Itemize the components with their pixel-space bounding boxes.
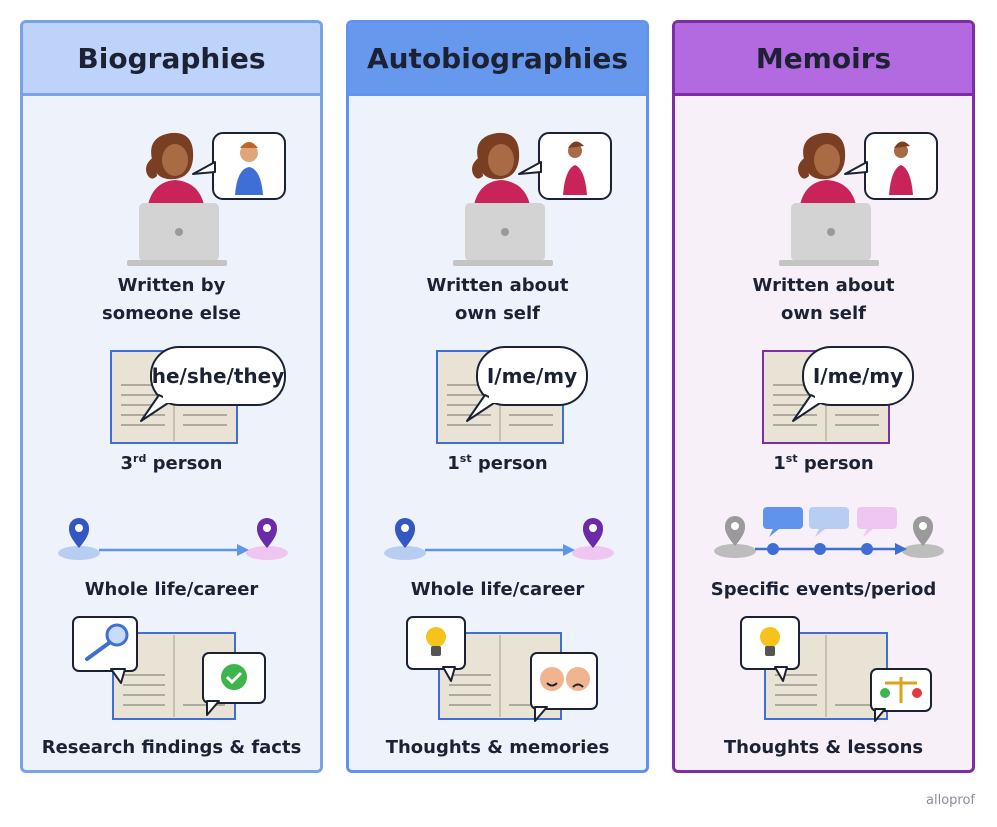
speech-bubble-self: [844, 132, 938, 200]
scope-label: Whole life/career: [410, 579, 585, 600]
author-figure: [472, 132, 531, 210]
research-book-illustration: [72, 616, 266, 720]
author-figure: [146, 132, 205, 210]
written-by-line1: Written about: [752, 275, 895, 296]
laptop-icon: [127, 203, 227, 266]
pronoun-book-illustration: [110, 346, 286, 444]
writer-illustration: [453, 132, 612, 266]
faces-bubble: [530, 652, 598, 722]
writer-illustration: [127, 132, 286, 266]
written-by-line2: someone else: [102, 303, 241, 324]
written-by-line2: own self: [455, 303, 540, 324]
event-bubble-3: [857, 507, 897, 537]
speech-bubble-pronouns: [466, 346, 588, 422]
lessons-book-illustration: [740, 616, 932, 722]
event-bubble-2: [809, 507, 849, 537]
person-label: 1st person: [773, 452, 874, 474]
end-pin-icon: [583, 518, 603, 548]
whole-life-timeline: [58, 518, 288, 560]
start-pin-icon: [725, 516, 745, 546]
speech-bubble-self: [518, 132, 612, 200]
pronouns-text: I/me/my: [812, 364, 904, 388]
pronouns-text: he/she/they: [151, 364, 285, 388]
start-pin-icon: [69, 518, 89, 548]
start-pin-icon: [395, 518, 415, 548]
autobiographies-column: Autobiographies Written about own self: [346, 20, 649, 773]
speech-bubble-other-person: [192, 132, 286, 200]
writer-illustration: [779, 132, 938, 266]
end-pin-icon: [257, 518, 277, 548]
pronouns-text: I/me/my: [486, 364, 578, 388]
content-label: Thoughts & lessons: [723, 737, 924, 758]
person-label: 1st person: [447, 452, 548, 474]
end-pin-icon: [913, 516, 933, 546]
written-by-line2: own self: [781, 303, 866, 324]
pronoun-book-illustration: [436, 346, 588, 444]
check-bubble: [202, 652, 266, 716]
scope-label: Specific events/period: [710, 579, 937, 600]
laptop-icon: [779, 203, 879, 266]
column-title: Biographies: [23, 23, 320, 96]
written-by-line1: Written about: [426, 275, 569, 296]
magnifier-bubble: [72, 616, 138, 684]
speech-bubble-pronouns: [140, 346, 286, 422]
laptop-icon: [453, 203, 553, 266]
column-title: Autobiographies: [349, 23, 646, 96]
scale-bubble: [870, 668, 932, 722]
written-by-line1: Written by: [117, 275, 226, 296]
content-label: Thoughts & memories: [385, 737, 610, 758]
biographies-column: Biographies Written by someone else: [20, 20, 323, 773]
speech-bubble-pronouns: [792, 346, 914, 422]
whole-life-timeline: [384, 518, 614, 560]
pronoun-book-illustration: [762, 346, 914, 444]
person-label: 3rd person: [120, 452, 223, 474]
specific-events-timeline: [714, 507, 944, 558]
content-label: Research findings & facts: [41, 737, 302, 758]
memoirs-column: Memoirs Written about own self: [672, 20, 975, 773]
event-bubble-1: [763, 507, 803, 537]
alloprof-logo: alloprof: [926, 793, 975, 808]
lightbulb-bubble: [740, 616, 800, 682]
author-figure: [798, 132, 857, 210]
column-title: Memoirs: [675, 23, 972, 96]
lightbulb-bubble: [406, 616, 466, 682]
scope-label: Whole life/career: [84, 579, 259, 600]
memories-book-illustration: [406, 616, 598, 722]
